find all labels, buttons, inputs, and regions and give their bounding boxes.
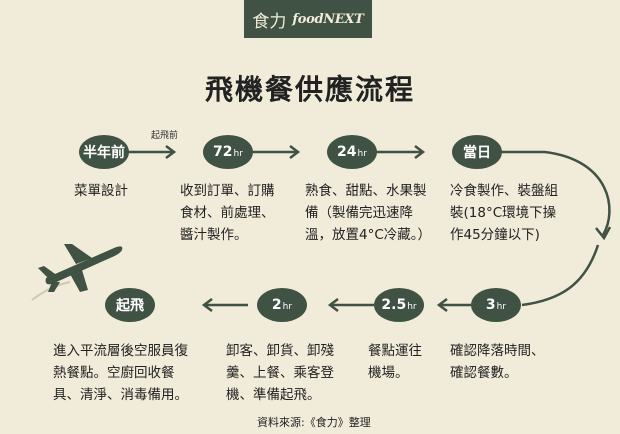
step-7-desc: 卸客、卸貨、卸殘 羹、上餐、乘客登 機、準備起飛。 bbox=[226, 340, 334, 406]
desc-line: 機、準備起飛。 bbox=[226, 387, 321, 403]
node-unit: hr bbox=[496, 302, 507, 312]
desc-line: 備（製備完迅速降 bbox=[305, 205, 413, 221]
airplane-icon bbox=[31, 244, 123, 301]
node-unit: hr bbox=[357, 149, 367, 159]
node-time: 半年前 bbox=[83, 145, 125, 161]
node-time: 當日 bbox=[463, 145, 491, 161]
desc-line: 羹、上餐、乘客登 bbox=[226, 365, 334, 381]
node-step-4: 當日 bbox=[452, 135, 502, 169]
step-4-desc: 冷食製作、裝盤組 裝(18°C環境下操 作45分鐘以下) bbox=[450, 180, 558, 246]
node-time: 24 bbox=[337, 144, 357, 160]
node-step-1: 半年前 bbox=[79, 135, 129, 169]
source-note: 資料來源:《食力》整理 bbox=[257, 416, 371, 429]
node-time: 2.5 bbox=[381, 297, 407, 313]
desc-line: 具、清淨、消毒備用。 bbox=[53, 387, 188, 403]
desc-line: 菜單設計 bbox=[74, 183, 128, 199]
logo-zh: 食力 bbox=[252, 11, 287, 32]
node-time: 起飛 bbox=[116, 298, 144, 314]
brand-logo: 食力 foodNEXT bbox=[244, 0, 372, 38]
desc-line: 溫，放置4°C冷藏。） bbox=[305, 227, 432, 243]
desc-line: 醬汁製作。 bbox=[180, 227, 248, 243]
desc-line: 作45分鐘以下) bbox=[450, 227, 540, 243]
desc-line: 確認餐數。 bbox=[450, 365, 518, 381]
step-5-desc: 確認降落時間、 確認餐數。 bbox=[450, 340, 545, 384]
step-3-desc: 熟食、甜點、水果製 備（製備完迅速降 溫，放置4°C冷藏。） bbox=[305, 180, 431, 246]
pre-flight-label: 起飛前 bbox=[151, 131, 179, 141]
desc-line: 食材、前處理、 bbox=[180, 205, 275, 221]
node-time: 3 bbox=[485, 297, 496, 313]
desc-line: 熱餐點。空廚回收餐 bbox=[53, 365, 175, 381]
step-1-desc: 菜單設計 bbox=[74, 180, 128, 202]
node-unit: hr bbox=[282, 302, 293, 312]
desc-line: 確認降落時間、 bbox=[450, 343, 545, 359]
desc-line: 冷食製作、裝盤組 bbox=[450, 183, 558, 199]
node-step-8: 起飛 bbox=[105, 288, 155, 322]
desc-line: 熟食、甜點、水果製 bbox=[305, 183, 427, 199]
node-time: 2 bbox=[271, 297, 282, 313]
node-time: 72 bbox=[213, 144, 233, 160]
step-8-desc: 進入平流層後空服員復 熱餐點。空廚回收餐 具、清淨、消毒備用。 bbox=[53, 340, 188, 406]
node-unit: hr bbox=[233, 149, 243, 159]
desc-line: 裝(18°C環境下操 bbox=[450, 205, 557, 221]
page-title: 飛機餐供應流程 bbox=[204, 73, 415, 106]
step-2-desc: 收到訂單、訂購 食材、前處理、 醬汁製作。 bbox=[180, 180, 275, 246]
node-unit: hr bbox=[407, 302, 417, 312]
desc-line: 收到訂單、訂購 bbox=[180, 183, 275, 199]
desc-line: 餐點運往 bbox=[368, 343, 422, 359]
step-6-desc: 餐點運往 機場。 bbox=[368, 340, 422, 384]
desc-line: 進入平流層後空服員復 bbox=[53, 343, 188, 359]
desc-line: 機場。 bbox=[368, 365, 409, 381]
desc-line: 卸客、卸貨、卸殘 bbox=[226, 343, 334, 359]
logo-en: foodNEXT bbox=[292, 11, 364, 27]
